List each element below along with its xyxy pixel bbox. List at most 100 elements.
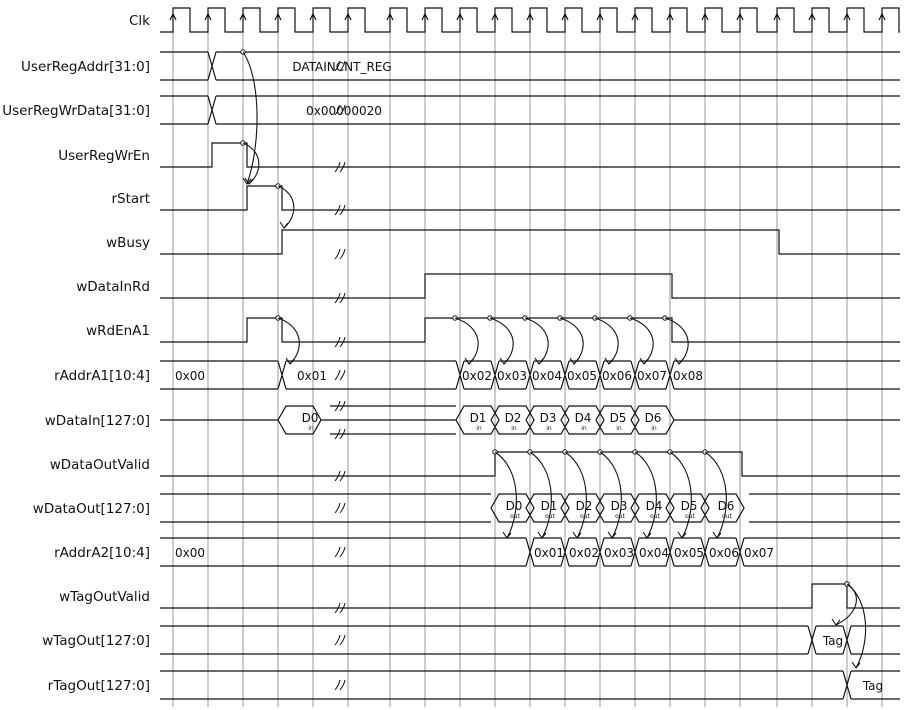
arrow-rden-to-addr xyxy=(277,317,300,365)
addra1-waveform xyxy=(160,360,900,390)
datain-sub: in xyxy=(511,425,517,432)
dataout-value: D3 xyxy=(611,499,628,513)
signal-name: rTagOut[127:0] xyxy=(48,678,150,694)
userdata-value: 0x00000020 xyxy=(306,104,382,118)
arrow-tagvalid-to-tag xyxy=(835,583,857,626)
arrow-rden-to-addr xyxy=(524,317,549,365)
arrow-rden-to-addr xyxy=(594,317,619,365)
addra1-value: 0x04 xyxy=(532,369,562,383)
tagoutvalid-waveform xyxy=(160,583,900,609)
signal-name: UserRegAddr[31:0] xyxy=(21,59,150,75)
datain-rails xyxy=(330,405,456,435)
addra2-waveform xyxy=(160,537,900,567)
signal-name: Clk xyxy=(129,13,150,29)
dataout-value: D2 xyxy=(576,499,593,513)
clk-edge-arrow xyxy=(169,12,177,21)
arrow-valid-to-addr2 xyxy=(494,451,517,539)
addra2-value: 0x07 xyxy=(744,546,774,560)
arrow-rden-to-addr xyxy=(454,317,479,365)
break-mark xyxy=(334,502,346,514)
clk-edge-arrow xyxy=(526,12,534,21)
break-mark xyxy=(334,104,346,116)
clk-edge-arrow xyxy=(344,12,352,21)
break-mark xyxy=(334,602,346,614)
arrow-valid-to-addr2 xyxy=(599,451,622,539)
clk-waveform xyxy=(160,7,900,33)
clk-edge-arrow xyxy=(386,12,394,21)
signal-name: wBusy xyxy=(106,235,150,251)
wrdena1-waveform xyxy=(160,317,900,343)
datain-value: D3 xyxy=(540,411,557,425)
useraddr-value: DATAINCNT_REG xyxy=(292,60,391,74)
clk-edge-arrow xyxy=(878,12,886,21)
break-mark xyxy=(334,292,346,304)
clk-edge-arrow xyxy=(631,12,639,21)
arrow-tagvalid-to-tag-head xyxy=(831,618,841,626)
signal-name: UserRegWrData[31:0] xyxy=(2,103,150,119)
signal-name: wDataInRd xyxy=(76,279,150,295)
addra1-value: 0x07 xyxy=(637,369,667,383)
addra1-value: 0x03 xyxy=(497,369,527,383)
arrow-rden-to-addr-head xyxy=(639,357,649,365)
arrow-rden-to-addr xyxy=(559,317,584,365)
dataout-value: D5 xyxy=(681,499,698,513)
dataout-sub: out xyxy=(722,513,732,520)
arrow-valid-to-addr2-head xyxy=(537,531,547,539)
datain-value: D1 xyxy=(470,411,487,425)
datain-value: D0 xyxy=(302,411,319,425)
arrow-rstart-to-busy-head xyxy=(279,221,289,229)
arrow-rden-to-addr-head xyxy=(604,357,614,365)
userdata-waveform xyxy=(160,95,900,125)
arrow-rden-to-addr xyxy=(664,317,689,365)
clk-edge-arrow xyxy=(491,12,499,21)
arrow-rden-to-addr-head xyxy=(285,357,295,365)
datain-value: D5 xyxy=(610,411,627,425)
arrow-wren-to-rstart-head xyxy=(244,177,254,185)
break-mark xyxy=(334,634,346,646)
break-mark xyxy=(334,161,346,173)
signal-name: wDataOutValid xyxy=(50,457,150,473)
rtagout-value: Tag xyxy=(862,679,883,693)
addra2-value: 0x00 xyxy=(175,546,205,560)
clk-edge-arrow xyxy=(274,12,282,21)
signal-name: rAddrA2[10:4] xyxy=(54,545,150,561)
arrow-tagvalid-to-rtag-head xyxy=(851,661,861,669)
clk-edge-arrow xyxy=(843,12,851,21)
addra1-value: 0x02 xyxy=(462,369,492,383)
clk-edge-arrow xyxy=(773,12,781,21)
rtagout-waveform xyxy=(160,670,900,700)
arrow-valid-to-addr2-head xyxy=(607,531,617,539)
arrow-rden-to-addr-head xyxy=(674,357,684,365)
signal-name: wDataIn[127:0] xyxy=(45,413,150,429)
arrow-valid-to-addr2 xyxy=(704,451,727,539)
arrow-rden-to-addr-head xyxy=(569,357,579,365)
break-mark xyxy=(334,336,346,348)
arrow-valid-to-addr2 xyxy=(669,451,692,539)
arrow-valid-to-addr2-head xyxy=(572,531,582,539)
arrow-valid-to-addr2-head xyxy=(677,531,687,539)
signal-name: rStart xyxy=(111,191,150,207)
arrow-valid-to-addr2-head xyxy=(502,531,512,539)
arrow-rden-to-addr-head xyxy=(464,357,474,365)
addra1-value: 0x00 xyxy=(175,369,205,383)
clk-edge-arrow xyxy=(596,12,604,21)
clk-edge-arrow xyxy=(701,12,709,21)
tagout-waveform xyxy=(160,625,900,655)
addra2-value: 0x01 xyxy=(534,546,564,560)
arrow-rden-to-addr xyxy=(489,317,514,365)
clk-edge-arrow xyxy=(808,12,816,21)
clk-edge-arrow xyxy=(309,12,317,21)
arrow-addr-to-rstart xyxy=(242,51,258,185)
datain-sub: in xyxy=(546,425,552,432)
tagout-value: Tag xyxy=(822,634,843,648)
userwren-waveform xyxy=(160,142,900,168)
dataout-value: D0 xyxy=(506,499,523,513)
arrow-rstart-to-busy xyxy=(277,185,295,229)
datain-value: D2 xyxy=(505,411,522,425)
clk-edge-arrow xyxy=(561,12,569,21)
addra2-value: 0x02 xyxy=(569,546,599,560)
addra2-value: 0x03 xyxy=(604,546,634,560)
arrow-valid-to-addr2 xyxy=(564,451,587,539)
dataout-value: D1 xyxy=(541,499,558,513)
